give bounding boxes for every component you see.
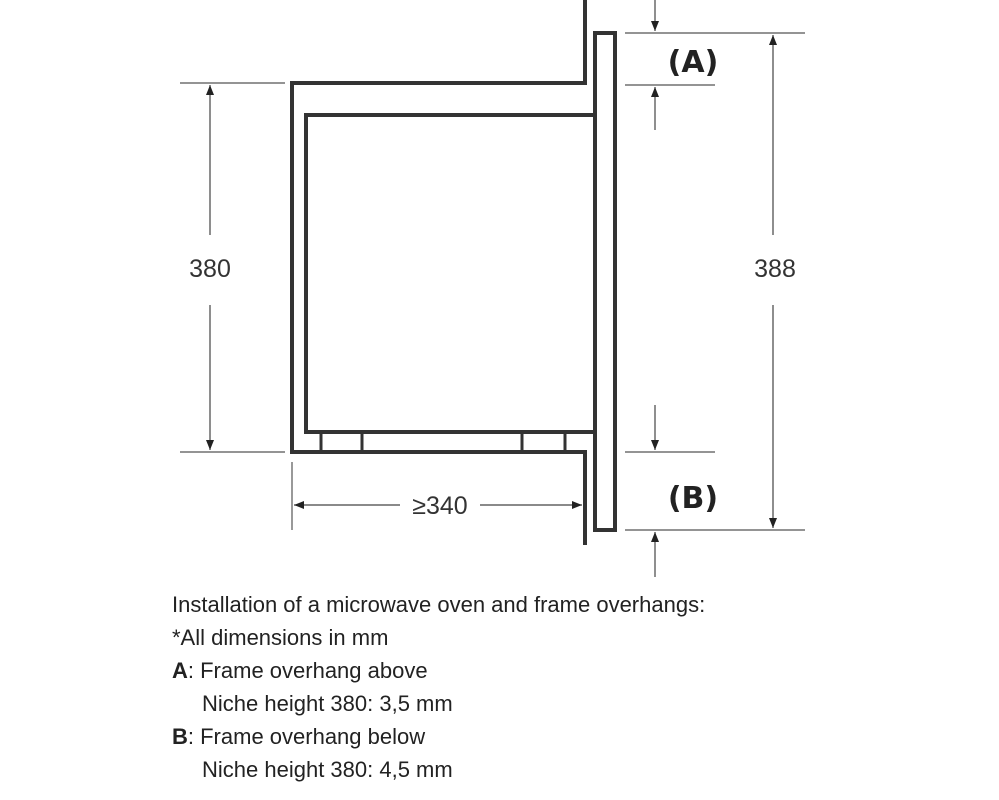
label-a: (A) [668,45,719,80]
caption-a: A: Frame overhang above [172,654,705,687]
caption-a-detail: Niche height 380: 3,5 mm [202,691,453,716]
caption-b-detail: Niche height 380: 4,5 mm [202,757,453,782]
niche-outline [290,0,587,545]
caption-title: Installation of a microwave oven and fra… [172,592,706,617]
caption-b-key: B [172,724,188,749]
caption: Installation of a microwave oven and fra… [172,588,705,786]
dim-388-label: 388 [754,255,796,283]
dim-380-label: 380 [189,255,231,283]
caption-b-text: : Frame overhang below [187,724,426,749]
caption-a-key: A [172,658,188,683]
oven-foot-left [319,430,364,454]
frame [593,31,617,532]
extension-lines [180,32,805,531]
oven-body [304,113,595,434]
caption-b: B: Frame overhang below [172,720,705,753]
caption-a-text: : Frame overhang above [187,658,428,683]
label-b: (B) [668,481,718,516]
caption-note: *All dimensions in mm [172,625,389,650]
oven-foot-right [520,430,567,454]
dim-340-label: ≥340 [412,492,467,520]
